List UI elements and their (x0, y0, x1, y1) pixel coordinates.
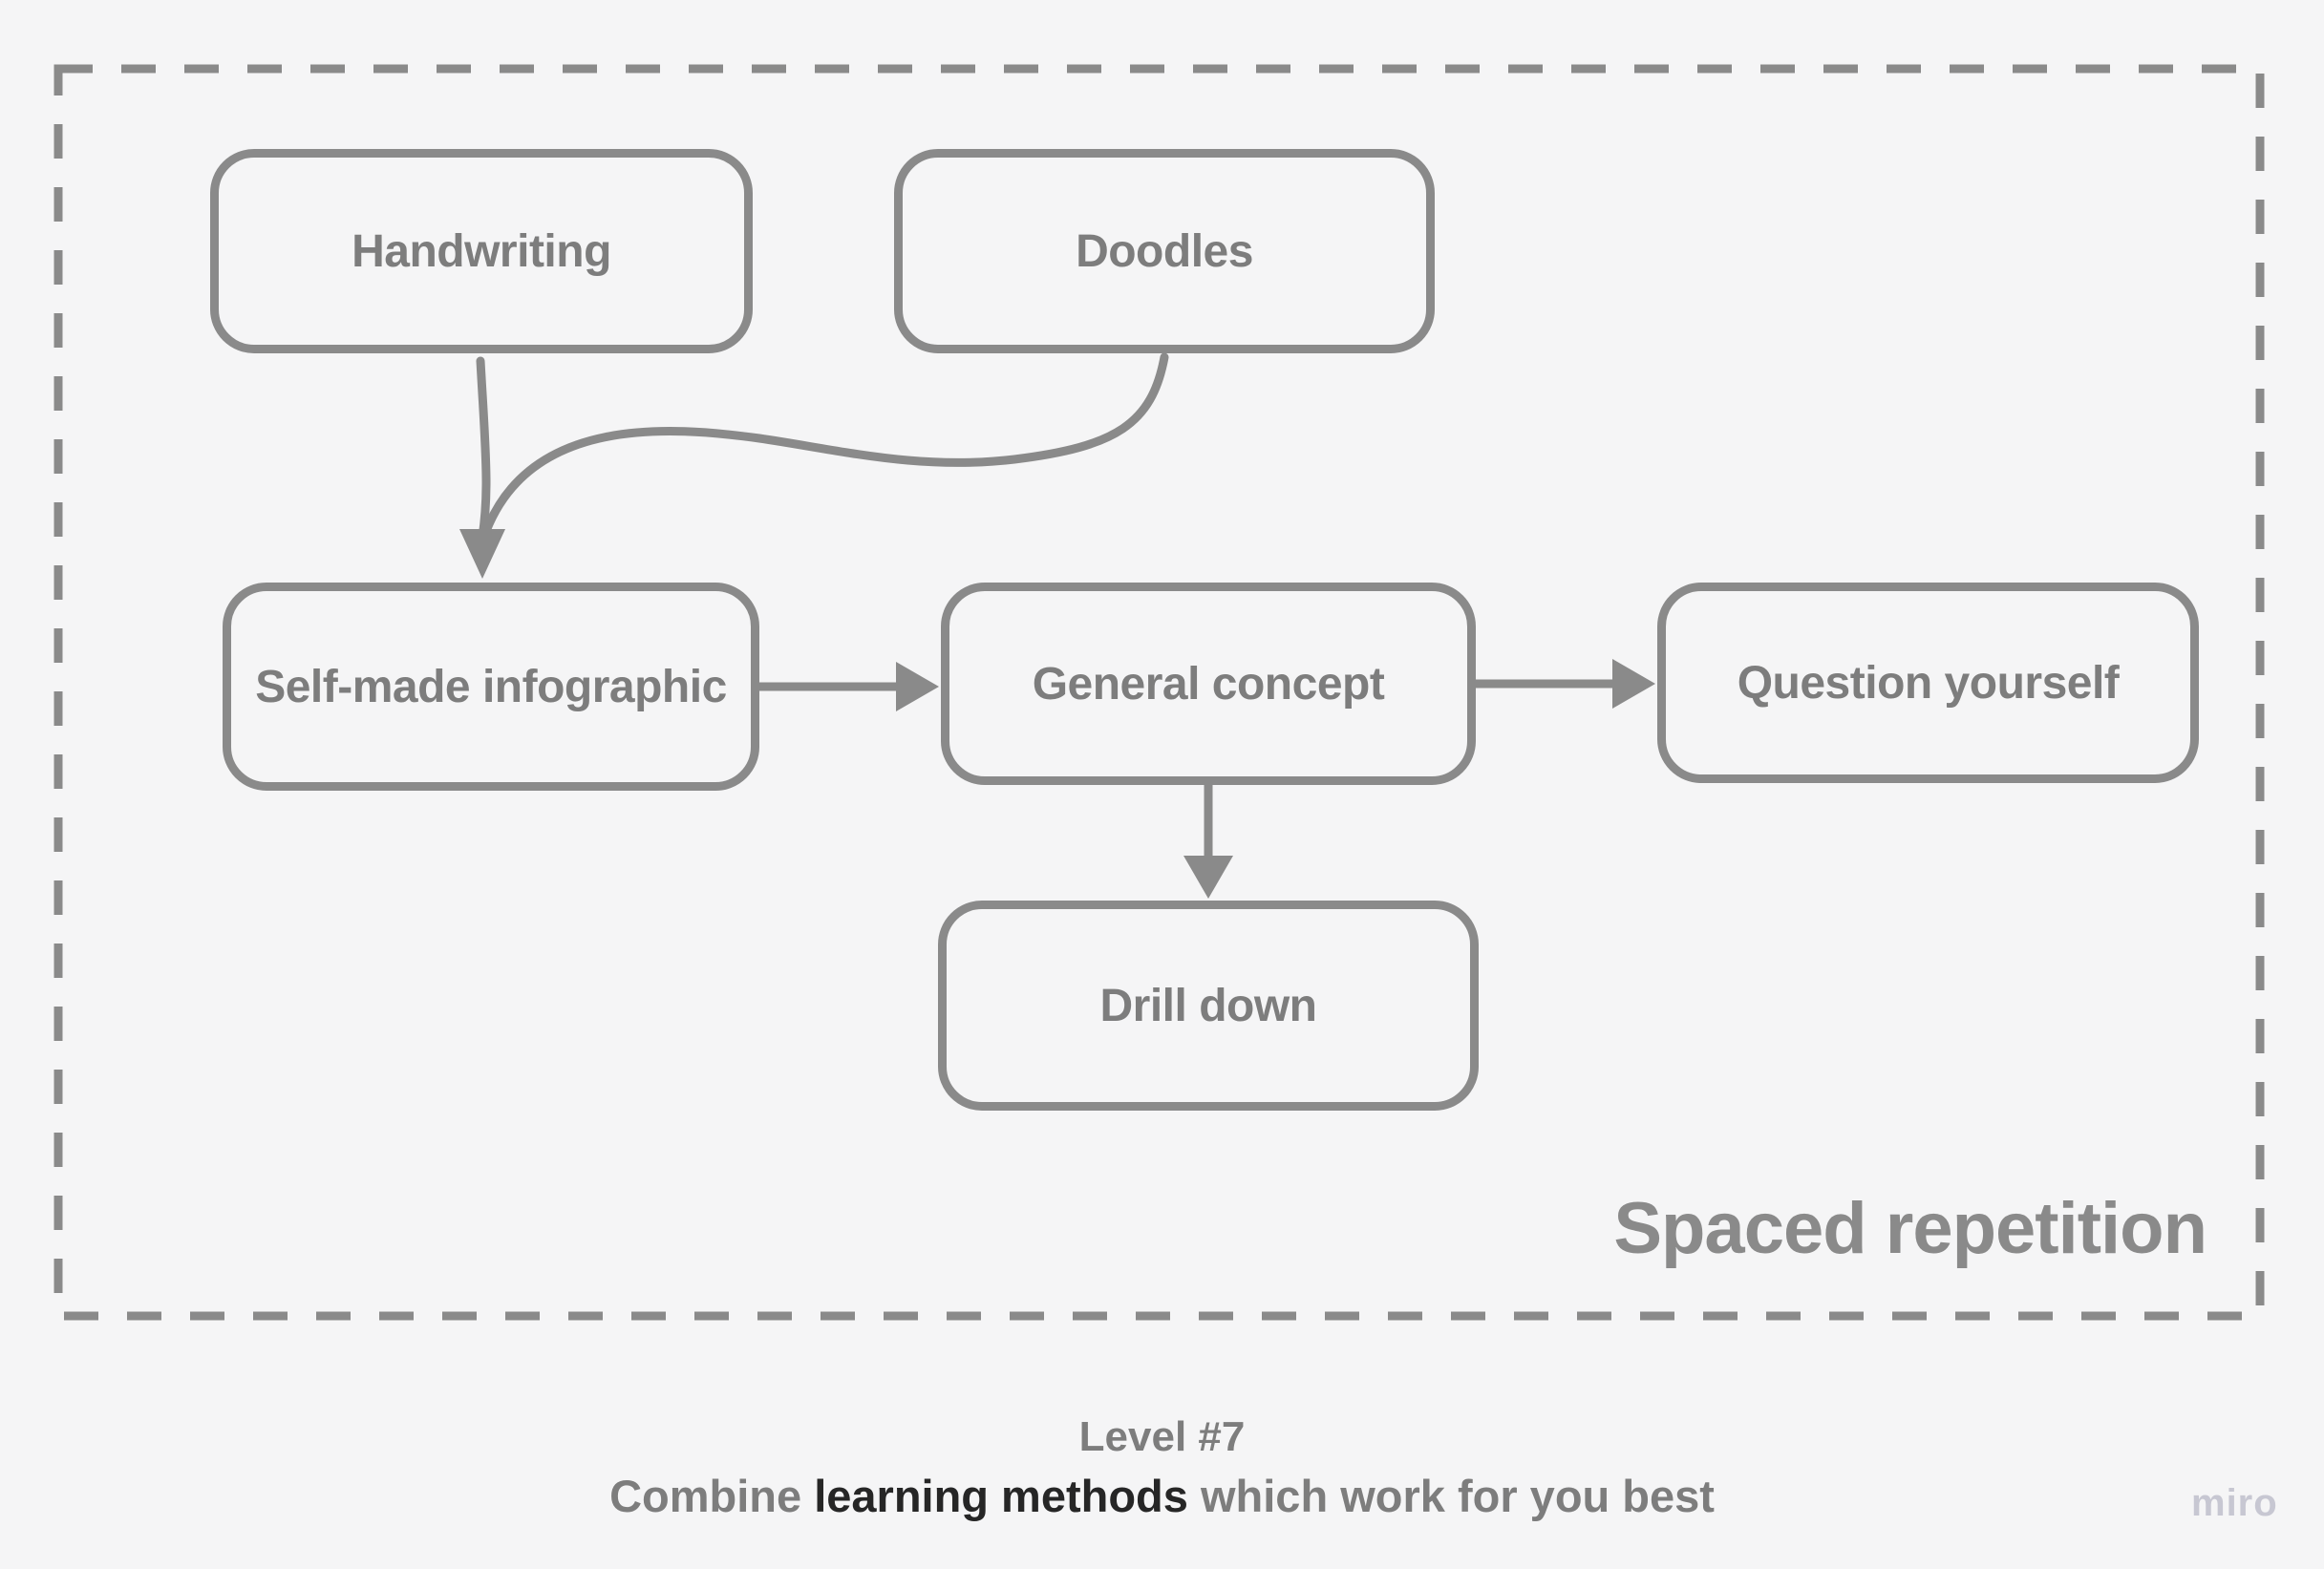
connector-doodles-to-infographic (481, 352, 1169, 536)
node-self-made-infographic-label: Self-made infographic (255, 661, 727, 712)
arrowhead-into-infographic (459, 529, 505, 579)
node-doodles-label: Doodles (1076, 225, 1253, 277)
node-drill-down[interactable]: Drill down (938, 901, 1479, 1111)
caption-advice: Combine learning methods which work for … (0, 1465, 2324, 1528)
node-self-made-infographic[interactable]: Self-made infographic (223, 583, 759, 791)
caption-advice-prefix: Combine (609, 1471, 815, 1521)
node-handwriting[interactable]: Handwriting (210, 149, 753, 353)
caption-block: Level #7 Combine learning methods which … (0, 1410, 2324, 1528)
caption-advice-highlight: learning methods (814, 1471, 1188, 1521)
node-question-yourself[interactable]: Question yourself (1657, 583, 2199, 783)
node-handwriting-label: Handwriting (352, 225, 611, 277)
caption-advice-suffix: which work for you best (1187, 1471, 1715, 1521)
node-general-concept[interactable]: General concept (941, 583, 1476, 785)
caption-level: Level #7 (1078, 1413, 1246, 1460)
diagram-title: Spaced repetition (1613, 1188, 2207, 1269)
arrowhead-into-question (1612, 659, 1655, 709)
node-drill-down-label: Drill down (1099, 980, 1317, 1031)
arrowhead-into-concept (896, 662, 939, 711)
connector-handwriting-to-infographic (476, 356, 491, 541)
node-doodles[interactable]: Doodles (894, 149, 1435, 353)
arrowhead-into-drilldown (1183, 856, 1233, 899)
node-general-concept-label: General concept (1032, 658, 1385, 710)
dashed-boundary (53, 64, 2265, 1321)
miro-logo: miro (2191, 1482, 2278, 1524)
node-question-yourself-label: Question yourself (1737, 657, 2120, 709)
